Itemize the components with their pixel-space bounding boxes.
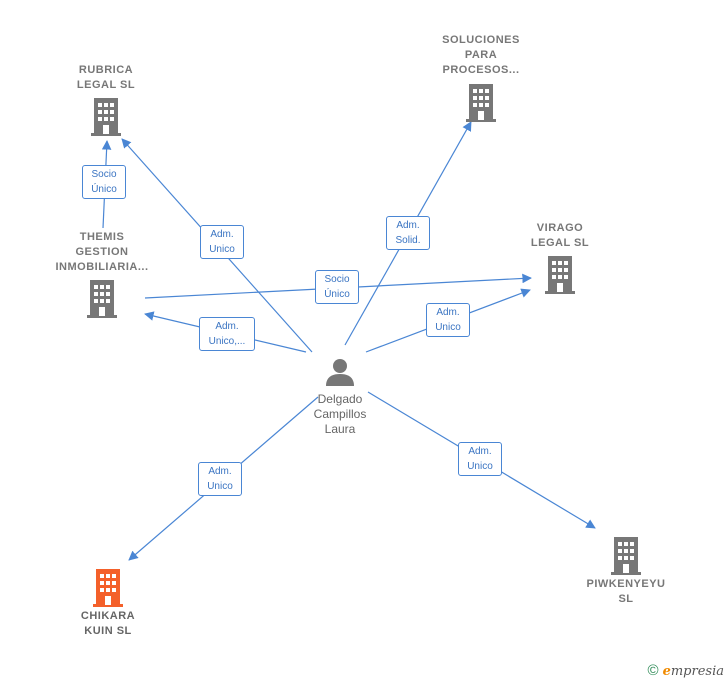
company-name: CHIKARA KUIN SL: [80, 610, 136, 637]
edge-label-soluciones[interactable]: Adm. Solid.: [386, 216, 430, 250]
edge-label-rubrica[interactable]: Adm. Unico: [200, 225, 244, 259]
company-node-themis[interactable]: THEMIS GESTION INMOBILIARIA...: [46, 230, 158, 318]
company-node-virago[interactable]: VIRAGO LEGAL SL: [510, 221, 610, 294]
brand-logo-text: mpresia: [670, 664, 724, 679]
person-node-center[interactable]: Delgado Campillos Laura: [290, 357, 390, 437]
building-icon: [545, 256, 575, 294]
building-icon: [466, 84, 496, 122]
company-name: SOLUCIONES PARA PROCESOS...: [442, 34, 520, 76]
edge-label-themis-virago[interactable]: Socio Único: [315, 270, 359, 304]
brand-footer: ©empresia: [648, 662, 724, 679]
company-node-soluciones[interactable]: SOLUCIONES PARA PROCESOS...: [431, 33, 531, 122]
edge-label-virago[interactable]: Adm. Unico: [426, 303, 470, 337]
building-icon: [91, 98, 121, 136]
building-icon: [87, 280, 117, 318]
company-name: THEMIS GESTION INMOBILIARIA...: [55, 231, 149, 273]
brand-logo-e: e: [662, 664, 671, 679]
company-node-chikara[interactable]: CHIKARA KUIN SL: [58, 569, 158, 639]
person-name: Delgado Campillos Laura: [313, 392, 367, 436]
company-name: VIRAGO LEGAL SL: [530, 222, 590, 249]
company-name: PIWKENYEYU SL: [586, 578, 666, 605]
edge-label-themis-rubrica[interactable]: Socio Único: [82, 165, 126, 199]
company-node-rubrica[interactable]: RUBRICA LEGAL SL: [56, 63, 156, 136]
edge-label-themis[interactable]: Adm. Unico,...: [199, 317, 255, 351]
building-icon: [611, 537, 641, 575]
edge-label-chikara[interactable]: Adm. Unico: [198, 462, 242, 496]
building-icon: [93, 569, 123, 607]
person-icon: [326, 359, 354, 386]
company-node-piwkenyeyu[interactable]: PIWKENYEYU SL: [576, 537, 676, 607]
copyright-icon: ©: [647, 662, 659, 679]
company-name: RUBRICA LEGAL SL: [76, 64, 136, 91]
edge-label-piwkenyeyu[interactable]: Adm. Unico: [458, 442, 502, 476]
